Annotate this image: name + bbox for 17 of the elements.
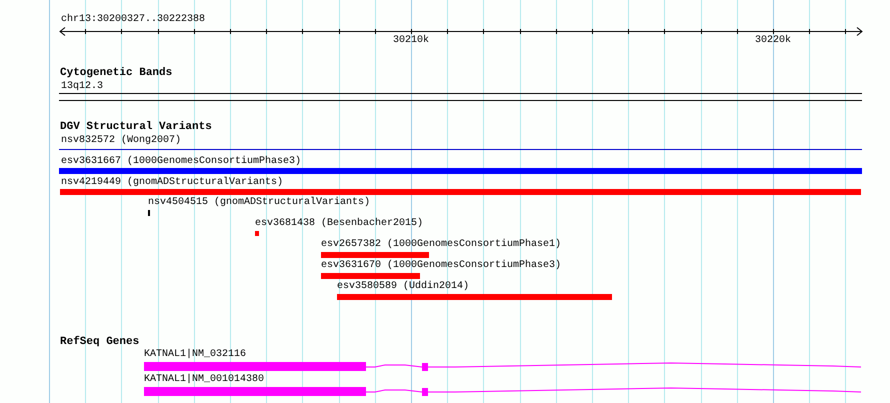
track-title: DGV Structural Variants bbox=[60, 122, 212, 133]
variant-label: esv3631667 (1000GenomesConsortiumPhase3) bbox=[61, 156, 302, 167]
variant-label: nsv832572 (Wong2007) bbox=[61, 135, 182, 146]
track-title: RefSeq Genes bbox=[60, 337, 140, 348]
variant-label: esv3631670 (1000GenomesConsortiumPhase3) bbox=[321, 260, 562, 271]
track-title: Cytogenetic Bands bbox=[60, 68, 172, 79]
variant-label: nsv4504515 (gnomADStructuralVariants) bbox=[148, 197, 370, 208]
variant-label: nsv4219449 (gnomADStructuralVariants) bbox=[61, 177, 284, 188]
axis-tick-label: 30220k bbox=[755, 35, 792, 46]
gene-label: KATNAL1|NM_032116 bbox=[144, 349, 246, 360]
variant-label: esv3580589 (Uddin2014) bbox=[337, 281, 470, 292]
axis-tick-label: 30210k bbox=[393, 35, 430, 46]
variant-label: esv2657382 (1000GenomesConsortiumPhase1) bbox=[321, 239, 562, 250]
band-label: 13q12.3 bbox=[61, 81, 104, 92]
coordinate-range: chr13:30200327..30222388 bbox=[61, 14, 206, 25]
gene-label: KATNAL1|NM_001014380 bbox=[144, 374, 264, 385]
variant-label: esv3681438 (Besenbacher2015) bbox=[255, 218, 424, 229]
